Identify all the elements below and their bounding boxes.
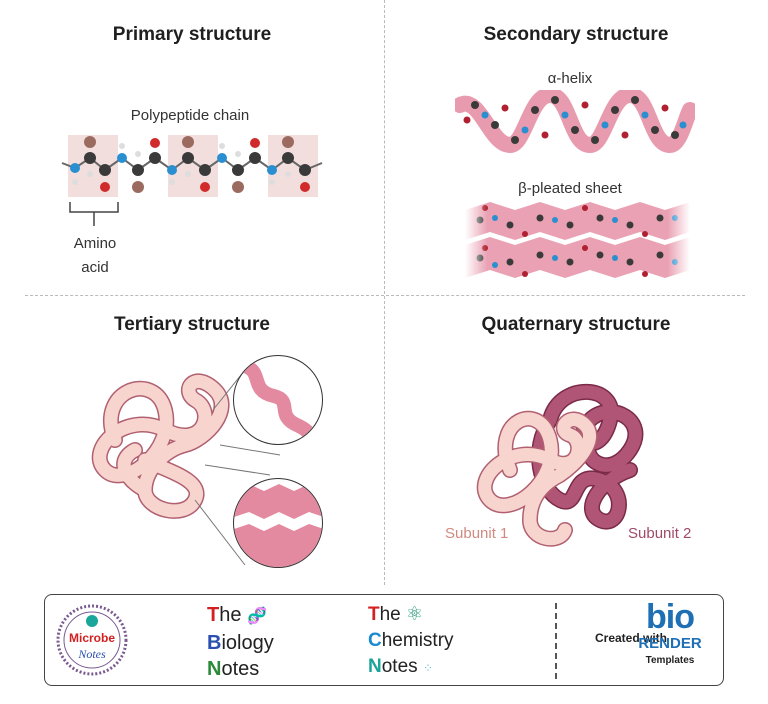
chemistry-n: N bbox=[368, 656, 382, 677]
helix-zoom-circle bbox=[233, 355, 323, 445]
vertical-divider bbox=[384, 0, 385, 585]
tertiary-structure-diagram bbox=[91, 369, 281, 566]
biorender-logo[interactable]: bio RENDER Templates bbox=[633, 599, 707, 669]
polypeptide-chain-diagram bbox=[61, 135, 323, 197]
biology-n: N bbox=[207, 658, 222, 680]
secondary-structure-title: Secondary structure bbox=[483, 24, 669, 45]
microbe-notes-line1: Microbe bbox=[68, 631, 115, 645]
biology-t: T bbox=[207, 604, 220, 626]
biorender-logo-top: bio bbox=[646, 598, 695, 636]
biorender-logo-bottom: RENDER bbox=[638, 635, 702, 652]
amino-acid-label: Amino acid bbox=[60, 232, 130, 280]
microbe-notes-line2: Notes bbox=[78, 647, 106, 661]
tertiary-structure-title: Tertiary structure bbox=[114, 314, 270, 335]
chemistry-he: he bbox=[379, 604, 401, 625]
subunit-2-label: Subunit 2 bbox=[628, 525, 692, 542]
quaternary-structure-diagram bbox=[476, 383, 644, 547]
horizontal-divider bbox=[25, 295, 745, 296]
polypeptide-chain-label: Polypeptide chain bbox=[130, 107, 250, 124]
biology-iology: iology bbox=[221, 632, 274, 654]
biorender-tagline: Templates bbox=[645, 655, 695, 666]
biology-b: B bbox=[207, 632, 222, 654]
alpha-helix-label: α-helix bbox=[547, 70, 593, 87]
primary-structure-title: Primary structure bbox=[112, 24, 272, 45]
beta-sheet-diagram bbox=[465, 200, 690, 280]
beta-sheet-label: β-pleated sheet bbox=[518, 180, 622, 197]
chemistry-t: T bbox=[368, 604, 380, 625]
amino-acid-bracket bbox=[69, 202, 119, 226]
created-with-label: Created with bbox=[595, 631, 668, 645]
dna-ring-icon bbox=[56, 604, 128, 676]
biology-he: he bbox=[219, 604, 242, 626]
footer-divider bbox=[555, 603, 557, 679]
chemistry-notes-logo[interactable]: The ⚛ Chemistry Notes ⁘ bbox=[368, 602, 454, 681]
sheet-zoom-circle bbox=[233, 478, 323, 568]
chemistry-c: C bbox=[368, 630, 382, 651]
amino-acid-label-line1: Amino bbox=[73, 235, 117, 252]
microbe-icon bbox=[86, 615, 98, 627]
chemistry-hemistry: hemistry bbox=[381, 630, 454, 651]
quaternary-structure-title: Quaternary structure bbox=[481, 314, 671, 335]
atoms bbox=[70, 136, 311, 193]
amino-acid-label-line2: acid bbox=[81, 259, 109, 276]
particles-icon: ⁘ bbox=[422, 661, 433, 675]
biology-notes-logo[interactable]: The 🧬 Biology Notes bbox=[207, 602, 274, 682]
subunit-1-label: Subunit 1 bbox=[445, 525, 509, 542]
dna-icon: 🧬 bbox=[247, 608, 267, 625]
biology-otes: otes bbox=[221, 658, 260, 680]
chemistry-otes: otes bbox=[381, 656, 418, 677]
footer-banner: Microbe Notes The 🧬 Biology Notes The ⚛ … bbox=[44, 594, 724, 686]
atom-icon: ⚛ bbox=[406, 604, 424, 625]
alpha-helix-diagram bbox=[455, 90, 695, 154]
microbe-notes-logo[interactable]: Microbe Notes bbox=[53, 601, 131, 679]
